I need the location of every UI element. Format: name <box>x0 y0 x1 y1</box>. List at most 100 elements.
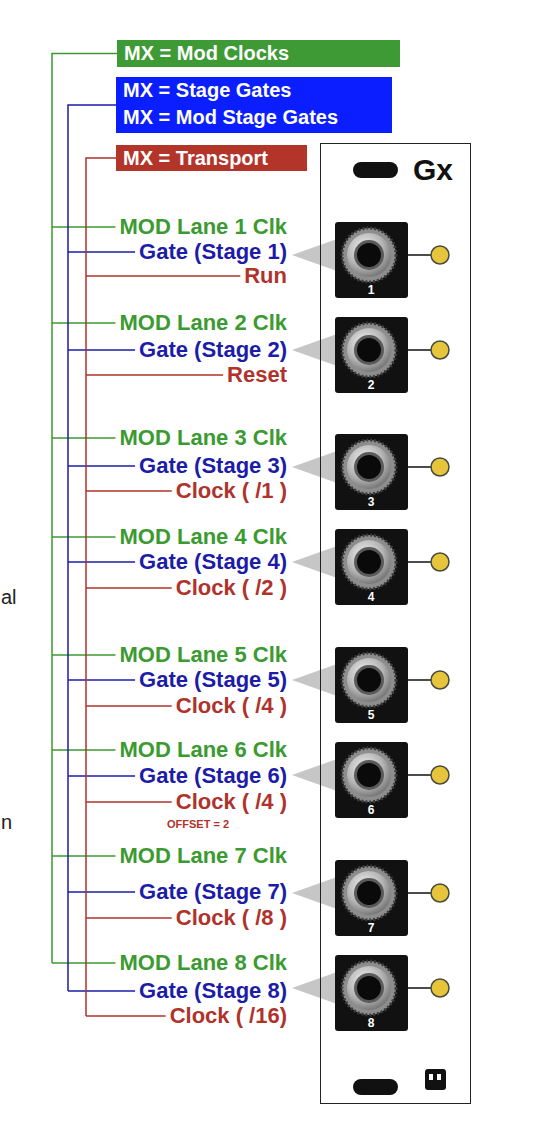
transport-label: Run <box>244 265 287 287</box>
leader-line <box>86 374 223 376</box>
jack-number-plate: 6 <box>335 742 408 818</box>
jack-number-plate: 1 <box>335 222 408 298</box>
mod-clock-label: MOD Lane 6 Clk <box>120 739 287 761</box>
jack-number-plate: 2 <box>335 317 408 393</box>
pointer-triangle <box>292 759 337 791</box>
stage-gate-label: Gate (Stage 4) <box>139 551 287 573</box>
leader-line <box>86 490 172 492</box>
cropped-text: n <box>1 812 12 832</box>
leader-line <box>52 322 116 324</box>
pointer-triangle <box>292 877 337 909</box>
jack-number-plate: 5 <box>335 647 408 723</box>
jack-number-plate: 7 <box>335 860 408 936</box>
logo-eye <box>437 1074 441 1080</box>
jack-number: 1 <box>335 283 408 297</box>
leader-line <box>68 775 135 777</box>
pointer-triangle <box>292 451 337 483</box>
stage-gates-box: MX = Stage GatesMX = Mod Stage Gates <box>116 77 392 133</box>
jack-number-plate: 3 <box>335 434 408 510</box>
leader-line <box>52 226 116 228</box>
jack-number: 3 <box>335 495 408 509</box>
mod-clock-label: MOD Lane 5 Clk <box>120 644 287 666</box>
module-name: Gx <box>413 154 453 186</box>
mounting-slot <box>353 162 398 178</box>
stage-gate-label: Gate (Stage 5) <box>139 669 287 691</box>
jack-number: 4 <box>335 590 408 604</box>
mounting-slot <box>353 1079 398 1095</box>
mode-label: MX = Mod Stage Gates <box>116 104 345 131</box>
jack-socket <box>335 955 449 1031</box>
leader-line <box>68 561 135 563</box>
mod-clock-label: MOD Lane 1 Clk <box>120 216 287 238</box>
leader-line <box>52 855 116 857</box>
leader-line <box>52 437 116 439</box>
leader-line <box>86 587 172 589</box>
pointer-triangle <box>292 334 337 366</box>
pointer-triangle <box>292 664 337 696</box>
tree-trunk <box>52 54 117 964</box>
leader-line <box>52 654 116 656</box>
transport-label: Clock ( /8 ) <box>176 907 287 929</box>
pointer-triangle <box>292 972 337 1004</box>
mode-label: MX = Stage Gates <box>116 77 298 104</box>
jack-number: 5 <box>335 708 408 722</box>
jack-number: 2 <box>335 378 408 392</box>
logo-eye <box>429 1074 433 1080</box>
transport-label: Clock ( /4 ) <box>176 695 287 717</box>
offset-note: OFFSET = 2 <box>167 819 229 830</box>
stage-gate-label: Gate (Stage 6) <box>139 765 287 787</box>
module-panel: Gx 1 2 3 4 5 6 7 8 <box>320 143 471 1104</box>
mod-clock-label: MOD Lane 8 Clk <box>120 952 287 974</box>
leader-line <box>68 891 135 893</box>
cropped-text: al <box>1 587 17 607</box>
leader-line <box>68 990 135 992</box>
jack-socket <box>335 860 449 936</box>
tree-trunk <box>68 105 116 991</box>
jack-number-plate: 8 <box>335 955 408 1031</box>
leader-line <box>52 962 116 964</box>
pointer-triangle <box>292 546 337 578</box>
jack-socket <box>335 529 449 605</box>
jack-socket <box>335 434 449 510</box>
mod-clock-label: MOD Lane 7 Clk <box>120 845 287 867</box>
leader-line <box>86 917 172 919</box>
transport-label: Reset <box>227 364 287 386</box>
jack-socket <box>335 317 449 393</box>
jack-number: 8 <box>335 1016 408 1030</box>
transport-box: MX = Transport <box>116 145 307 171</box>
leader-line <box>68 349 135 351</box>
stage-gate-label: Gate (Stage 7) <box>139 881 287 903</box>
leader-line <box>86 801 172 803</box>
jack-socket <box>335 647 449 723</box>
pointer-triangle <box>292 239 337 271</box>
transport-label: Clock ( /4 ) <box>176 791 287 813</box>
transport-label: Clock ( /2 ) <box>176 577 287 599</box>
transport-label: Clock ( /16) <box>170 1005 287 1027</box>
mod-clock-label: MOD Lane 4 Clk <box>120 526 287 548</box>
stage-gate-label: Gate (Stage 8) <box>139 980 287 1002</box>
leader-line <box>52 749 116 751</box>
leader-line <box>86 1015 166 1017</box>
mod-clocks-box: MX = Mod Clocks <box>117 40 400 67</box>
transport-label: Clock ( /1 ) <box>176 480 287 502</box>
jack-number: 7 <box>335 921 408 935</box>
jack-socket <box>335 222 449 298</box>
jacks <box>335 222 449 1031</box>
leader-line <box>52 536 116 538</box>
jack-number: 6 <box>335 803 408 817</box>
stage-gate-label: Gate (Stage 3) <box>139 455 287 477</box>
tree-trunk <box>86 158 116 1016</box>
jack-socket <box>335 742 449 818</box>
leader-line <box>86 275 240 277</box>
pointer-triangles <box>292 239 337 1004</box>
stage-gate-label: Gate (Stage 1) <box>139 241 287 263</box>
leader-line <box>68 251 135 253</box>
leader-line <box>68 679 135 681</box>
leader-line <box>86 705 172 707</box>
mod-clock-label: MOD Lane 2 Clk <box>120 312 287 334</box>
mod-clock-label: MOD Lane 3 Clk <box>120 427 287 449</box>
jack-number-plate: 4 <box>335 529 408 605</box>
logo-icon <box>425 1069 446 1090</box>
stage-gate-label: Gate (Stage 2) <box>139 339 287 361</box>
mode-label: MX = Transport <box>116 145 275 171</box>
